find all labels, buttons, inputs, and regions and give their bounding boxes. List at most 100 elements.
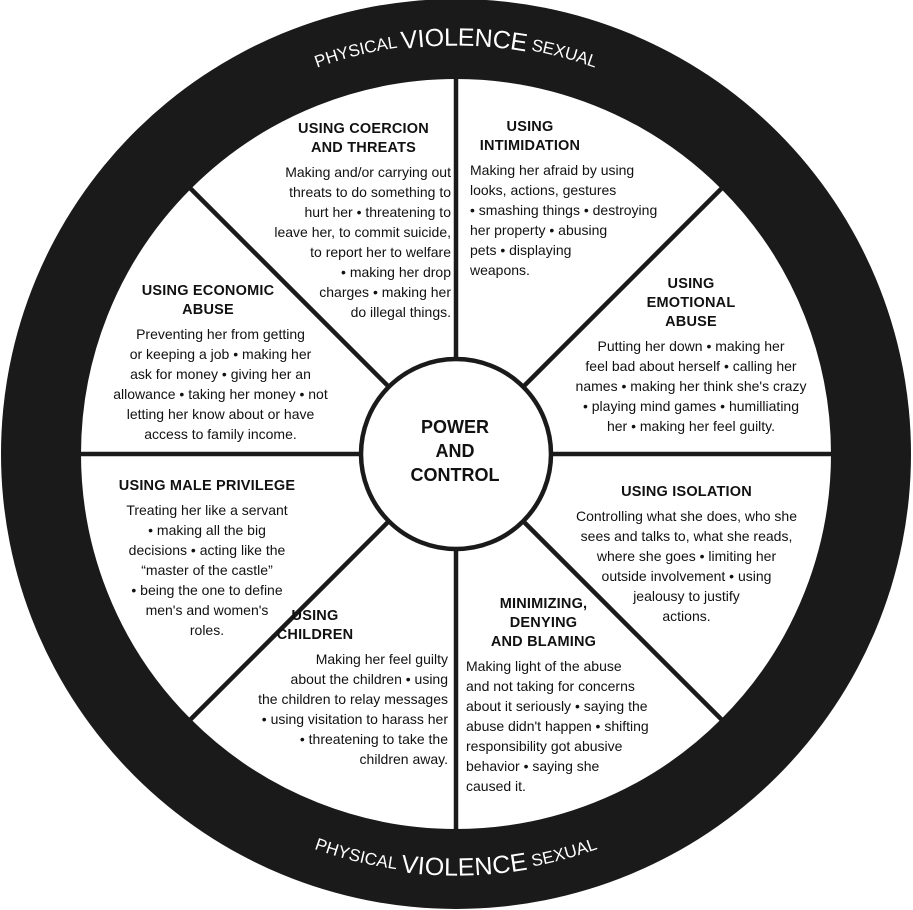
text-line: names • making her think she's crazy bbox=[575, 378, 807, 394]
sector-body: Making and/or carrying out threats to do… bbox=[236, 162, 451, 322]
center-hub bbox=[358, 356, 554, 552]
sector-body: Controlling what she does, who she sees … bbox=[554, 506, 819, 626]
text-line: AND THREATS bbox=[310, 140, 417, 156]
sector-intimidation: USING INTIMIDATION Making her afraid by … bbox=[470, 118, 700, 280]
text-line: and not taking for concerns bbox=[466, 678, 635, 694]
text-line: access to family income. bbox=[144, 426, 297, 442]
sector-title: USING INTIMIDATION bbox=[470, 118, 590, 156]
text-line: • being the one to define bbox=[131, 582, 283, 598]
sector-body: Making light of the abuse and not taking… bbox=[466, 656, 696, 796]
sector-title: USING EMOTIONAL ABUSE bbox=[556, 275, 826, 332]
text-line: “master of the castle” bbox=[141, 562, 273, 578]
text-line: leave her, to commit suicide, bbox=[274, 224, 451, 240]
text-line: decisions • acting like the bbox=[128, 542, 286, 558]
text-line: Making and/or carrying out bbox=[285, 164, 451, 180]
spoke-bottom-left bbox=[188, 519, 391, 722]
text-line: EMOTIONAL bbox=[646, 295, 736, 311]
sector-body: Making her feel guilty about the childre… bbox=[222, 649, 448, 769]
center-line-3: CONTROL bbox=[410, 465, 500, 485]
text-line: charges • making her bbox=[319, 284, 451, 300]
text-line: Putting her down • making her bbox=[597, 338, 785, 354]
sector-title: MINIMIZING, DENYING AND BLAMING bbox=[466, 595, 621, 652]
text-line: sees and talks to, what she reads, bbox=[580, 528, 793, 544]
spoke-top-left bbox=[188, 186, 391, 389]
text-line: the children to relay messages bbox=[258, 691, 448, 707]
text-line: do illegal things. bbox=[350, 304, 451, 320]
sector-body: Making her afraid by using looks, action… bbox=[470, 160, 700, 280]
sector-isolation: USING ISOLATION Controlling what she doe… bbox=[554, 483, 819, 626]
text-line: about it seriously • saying the bbox=[466, 698, 648, 714]
sector-children: USING CHILDREN Making her feel guilty ab… bbox=[222, 607, 448, 769]
sector-coercion: USING COERCION AND THREATS Making and/or… bbox=[236, 120, 451, 322]
sector-emotional: USING EMOTIONAL ABUSE Putting her down •… bbox=[556, 275, 826, 436]
text-line: actions. bbox=[662, 608, 711, 624]
text-line: Making her feel guilty bbox=[315, 651, 448, 667]
text-line: • making all the big bbox=[148, 522, 266, 538]
text-line: feel bad about herself • calling her bbox=[585, 358, 797, 374]
text-line: Controlling what she does, who she bbox=[575, 508, 798, 524]
text-line: weapons. bbox=[470, 262, 530, 278]
sector-title: USING ISOLATION bbox=[554, 483, 819, 502]
sector-title: USING MALE PRIVILEGE bbox=[92, 477, 322, 496]
text-line: AND BLAMING bbox=[490, 634, 597, 650]
text-line: Making her afraid by using bbox=[470, 162, 635, 178]
sector-title: USING CHILDREN bbox=[222, 607, 448, 645]
text-line: Making light of the abuse bbox=[466, 658, 622, 674]
text-line: MINIMIZING, bbox=[499, 596, 588, 612]
sector-minimizing: MINIMIZING, DENYING AND BLAMING Making l… bbox=[466, 595, 696, 796]
text-line: USING bbox=[506, 119, 554, 135]
text-line: threats to do something to bbox=[289, 184, 451, 200]
spoke-bottom-right bbox=[521, 519, 724, 722]
text-line: letting her know about or have bbox=[126, 406, 315, 422]
text-line: jealousy to justify bbox=[633, 588, 740, 604]
text-line: ABUSE bbox=[665, 314, 717, 330]
text-line: behavior • saying she bbox=[466, 758, 600, 774]
text-line: men's and women's bbox=[145, 602, 269, 618]
text-line: her property • abusing bbox=[470, 222, 608, 238]
text-line: • making her drop bbox=[341, 264, 451, 280]
text-line: Treating her like a servant bbox=[126, 502, 288, 518]
text-line: looks, actions, gestures bbox=[470, 182, 617, 198]
text-line: caused it. bbox=[466, 778, 526, 794]
center-label: POWER AND CONTROL bbox=[375, 415, 535, 487]
text-line: about the children • using bbox=[290, 671, 448, 687]
text-line: where she goes • limiting her bbox=[596, 548, 777, 564]
text-line: roles. bbox=[189, 622, 225, 638]
text-line: USING bbox=[667, 276, 715, 292]
text-line: • using visitation to harass her bbox=[261, 711, 448, 727]
text-line: USING ECONOMIC bbox=[141, 283, 275, 299]
text-line: USING bbox=[291, 608, 339, 624]
sector-body: Putting her down • making her feel bad a… bbox=[556, 336, 826, 436]
text-line: USING MALE PRIVILEGE bbox=[118, 478, 296, 494]
text-line: USING ISOLATION bbox=[621, 484, 752, 500]
text-line: USING COERCION bbox=[298, 121, 429, 137]
text-line: outside involvement • using bbox=[601, 568, 772, 584]
text-line: Preventing her from getting bbox=[136, 326, 305, 342]
text-line: ABUSE bbox=[182, 302, 234, 318]
sector-economic: USING ECONOMIC ABUSE Preventing her from… bbox=[88, 282, 353, 444]
spokes bbox=[80, 78, 832, 830]
text-line: pets • displaying bbox=[470, 242, 572, 258]
text-line: DENYING bbox=[509, 615, 578, 631]
sector-body: Preventing her from getting or keeping a… bbox=[88, 324, 353, 444]
sector-body: Treating her like a servant • making all… bbox=[92, 500, 322, 640]
text-line: allowance • taking her money • not bbox=[113, 386, 328, 402]
text-line: abuse didn't happen • shifting bbox=[466, 718, 649, 734]
text-line: or keeping a job • making her bbox=[129, 346, 312, 362]
text-line: • playing mind games • humilliating bbox=[582, 398, 799, 414]
text-line: CHILDREN bbox=[276, 627, 354, 643]
text-line: • threatening to take the bbox=[299, 731, 448, 747]
text-line: • smashing things • destroying bbox=[470, 202, 658, 218]
center-line-1: POWER bbox=[420, 417, 489, 437]
center-line-2: AND bbox=[435, 441, 475, 461]
text-line: responsibility got abusive bbox=[466, 738, 623, 754]
text-line: INTIMIDATION bbox=[479, 138, 581, 154]
sector-privilege: USING MALE PRIVILEGE Treating her like a… bbox=[92, 477, 322, 640]
text-line: hurt her • threatening to bbox=[304, 204, 451, 220]
spoke-top-right bbox=[521, 186, 724, 389]
sector-title: USING COERCION AND THREATS bbox=[236, 120, 451, 158]
text-line: ask for money • giving her an bbox=[130, 366, 311, 382]
sector-title: USING ECONOMIC ABUSE bbox=[88, 282, 353, 320]
text-line: to report her to welfare bbox=[310, 244, 451, 260]
